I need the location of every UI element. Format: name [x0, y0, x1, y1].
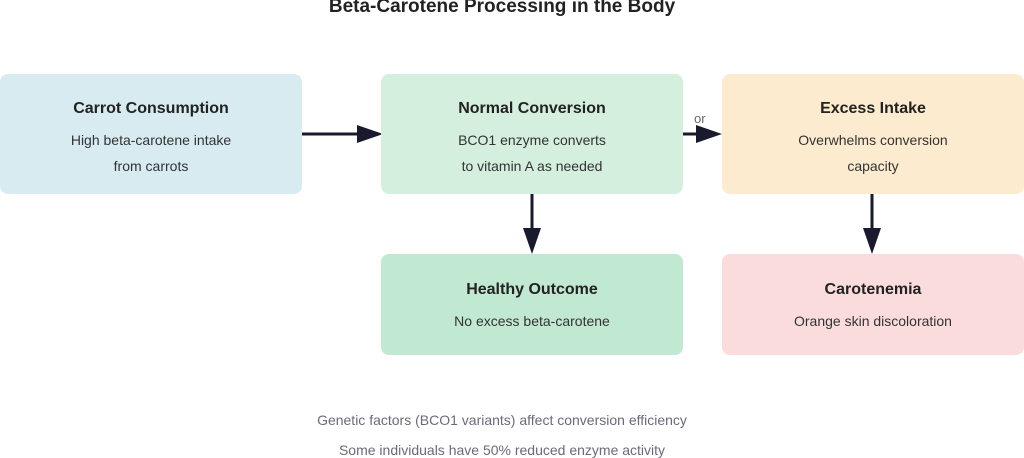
node-title: Excess Intake: [820, 100, 926, 117]
node-text-line: to vitamin A as needed: [461, 158, 603, 174]
arrowhead-normal-to-healthy: [523, 228, 541, 254]
node-text-line: from carrots: [113, 158, 189, 174]
diagram-title: Beta-Carotene Processing in the Body: [328, 0, 676, 17]
edge-label-or: or: [694, 111, 706, 126]
node-normal-conversion: Normal Conversion BCO1 enzyme converts t…: [381, 74, 683, 194]
footnote: Some individuals have 50% reduced enzyme…: [338, 442, 666, 458]
arrowhead-carrot-to-normal: [357, 125, 383, 143]
node-text-line: Orange skin discoloration: [794, 313, 952, 329]
arrowhead-excess-to-carotenemia: [863, 228, 881, 254]
node-carotenemia: Carotenemia Orange skin discoloration: [722, 254, 1024, 355]
arrowhead-normal-to-excess: [696, 125, 722, 143]
node-text-line: No excess beta-carotene: [454, 313, 610, 329]
node-text-line: BCO1 enzyme converts: [458, 132, 606, 148]
node-title: Carotenemia: [824, 281, 922, 298]
node-title: Healthy Outcome: [466, 281, 598, 298]
node-title: Carrot Consumption: [73, 100, 229, 117]
node-healthy-outcome: Healthy Outcome No excess beta-carotene: [381, 254, 683, 355]
node-title: Normal Conversion: [458, 100, 606, 117]
node-carrot-consumption: Carrot Consumption High beta-carotene in…: [0, 74, 302, 194]
node-excess-intake: Excess Intake Overwhelms conversion capa…: [722, 74, 1024, 194]
node-text-line: High beta-carotene intake: [70, 132, 232, 148]
node-text-line: Overwhelms conversion: [798, 132, 948, 148]
footnote: Genetic factors (BCO1 variants) affect c…: [317, 412, 687, 428]
node-text-line: capacity: [847, 158, 899, 174]
